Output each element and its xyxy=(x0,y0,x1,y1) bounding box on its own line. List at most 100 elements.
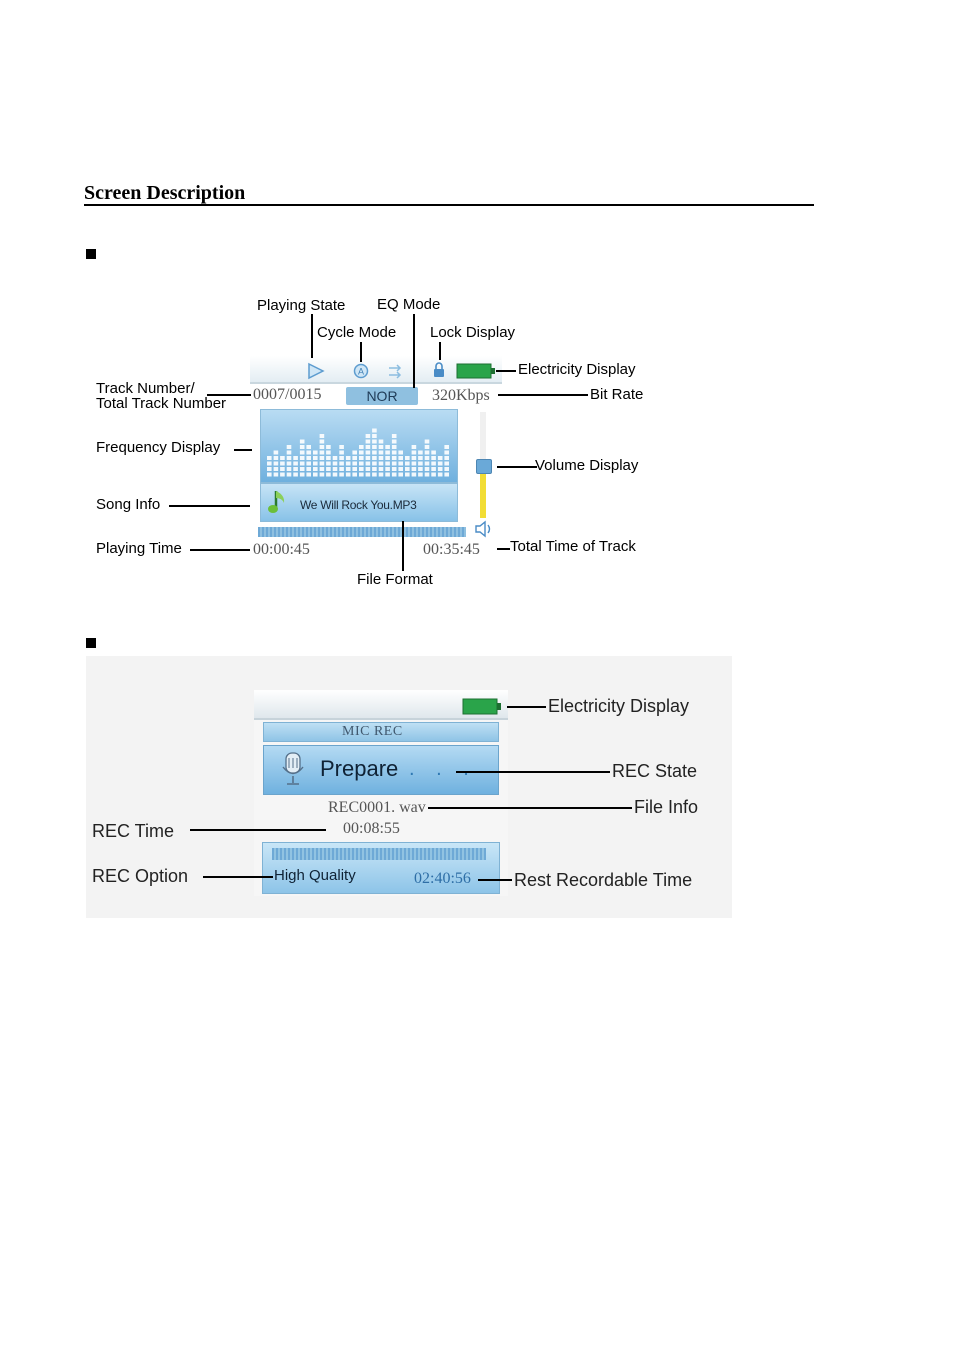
leader-rec-state xyxy=(456,771,610,773)
eq-bar-segment xyxy=(391,456,397,460)
label-playing-time: Playing Time xyxy=(96,540,182,557)
bit-rate-value: 320Kbps xyxy=(432,387,490,404)
battery-icon xyxy=(462,698,501,715)
leader-file-info xyxy=(428,807,632,809)
eq-bar-segment xyxy=(391,450,397,455)
track-number: 0007/0015 xyxy=(253,386,322,403)
eq-bar-segment xyxy=(286,445,292,449)
leader-electricity-rec xyxy=(507,706,546,708)
eq-bar-segment xyxy=(273,467,279,471)
label-playing-state: Playing State xyxy=(257,297,346,314)
bullet-player xyxy=(86,249,96,259)
eq-bar-segment xyxy=(378,467,384,471)
eq-bar-segment xyxy=(319,461,325,466)
label-electricity-display-rec: Electricity Display xyxy=(548,696,690,716)
eq-bar-segment xyxy=(332,467,338,471)
eq-bar-segment xyxy=(405,467,410,471)
rec-remaining-time: 02:40:56 xyxy=(414,870,471,887)
label-file-format: File Format xyxy=(357,571,433,588)
leader-song-info xyxy=(169,505,250,507)
eq-bar-segment xyxy=(313,467,318,471)
rec-elapsed-time: 00:08:55 xyxy=(343,820,400,837)
eq-bar-segment xyxy=(372,445,377,449)
eq-bar-segment xyxy=(273,461,279,466)
eq-bar-segment xyxy=(319,445,325,449)
eq-bar-segment xyxy=(398,456,403,460)
elapsed-time: 00:00:45 xyxy=(253,541,310,558)
rec-level-strip xyxy=(272,848,486,860)
eq-bar-segment xyxy=(286,450,292,455)
label-file-info: File Info xyxy=(634,797,699,817)
song-info-panel xyxy=(260,483,458,522)
eq-bar-segment xyxy=(391,461,397,466)
eq-bar-segment xyxy=(437,456,443,460)
eq-mode-badge: NOR xyxy=(346,387,418,405)
eq-bar-segment xyxy=(424,461,430,466)
eq-bar-segment xyxy=(372,472,377,477)
eq-bar-segment xyxy=(365,472,371,477)
eq-bar-segment xyxy=(444,461,449,466)
eq-bar-segment xyxy=(352,472,357,477)
eq-bar-segment xyxy=(365,456,371,460)
volume-level xyxy=(480,470,486,518)
eq-bar-segment xyxy=(372,467,377,471)
eq-bar-segment xyxy=(359,467,364,471)
eq-bar-segment xyxy=(326,445,331,449)
eq-bar-segment xyxy=(286,456,292,460)
eq-bar-segment xyxy=(398,461,403,466)
eq-bar-segment xyxy=(280,456,285,460)
eq-bar-segment xyxy=(365,434,371,438)
leader-bit-rate xyxy=(498,394,588,396)
eq-bar-segment xyxy=(319,456,325,460)
label-track-number-2: Total Track Number xyxy=(96,395,227,412)
rec-mode-label: MIC REC xyxy=(342,724,403,739)
eq-bar-segment xyxy=(332,456,338,460)
eq-bar-segment xyxy=(319,434,325,438)
eq-bar-segment xyxy=(339,467,344,471)
eq-bar-segment xyxy=(359,445,364,449)
eq-bar-segment xyxy=(424,450,430,455)
eq-bar-segment xyxy=(273,456,279,460)
title-underline xyxy=(84,204,814,206)
battery-icon xyxy=(456,363,495,379)
label-track-number-1: Track Number/ xyxy=(96,380,195,397)
eq-bar-segment xyxy=(418,467,423,471)
volume-knob xyxy=(476,459,492,474)
eq-bar-segment xyxy=(293,472,298,477)
eq-bar-segment xyxy=(339,450,344,455)
eq-bar-segment xyxy=(319,472,325,477)
eq-bar-segment xyxy=(385,450,390,455)
eq-bar-segment xyxy=(391,439,397,444)
eq-bar-segment xyxy=(405,456,410,460)
leader-rec-time xyxy=(190,829,326,831)
microphone-icon xyxy=(282,752,304,785)
eq-bar-segment xyxy=(378,445,384,449)
eq-bar-segment xyxy=(339,456,344,460)
eq-bar-segment xyxy=(326,456,331,460)
eq-bar-segment xyxy=(372,428,377,433)
eq-bar-segment xyxy=(398,467,403,471)
eq-bar-segment xyxy=(359,450,364,455)
eq-bar-segment xyxy=(345,456,351,460)
eq-bar-segment xyxy=(424,456,430,460)
eq-bar-segment xyxy=(418,461,423,466)
svg-text:A: A xyxy=(358,367,364,377)
label-frequency-display: Frequency Display xyxy=(96,439,221,456)
eq-bar-segment xyxy=(365,439,371,444)
leader-file-format xyxy=(402,521,404,571)
eq-bar-segment xyxy=(444,450,449,455)
eq-bar-segment xyxy=(378,456,384,460)
rec-state-dots: . . . xyxy=(409,758,477,780)
eq-bar-segment xyxy=(345,461,351,466)
eq-bar-segment xyxy=(313,461,318,466)
play-icon xyxy=(308,362,325,380)
eq-bar-segment xyxy=(385,461,390,466)
bullet-recorder xyxy=(86,638,96,648)
eq-bar-segment xyxy=(385,467,390,471)
eq-bar-segment xyxy=(418,450,423,455)
eq-bar-segment xyxy=(293,461,298,466)
rec-state-panel xyxy=(263,745,499,795)
label-cycle-mode: Cycle Mode xyxy=(317,324,397,341)
eq-bar-segment xyxy=(418,456,423,460)
eq-bar-segment xyxy=(306,456,311,460)
